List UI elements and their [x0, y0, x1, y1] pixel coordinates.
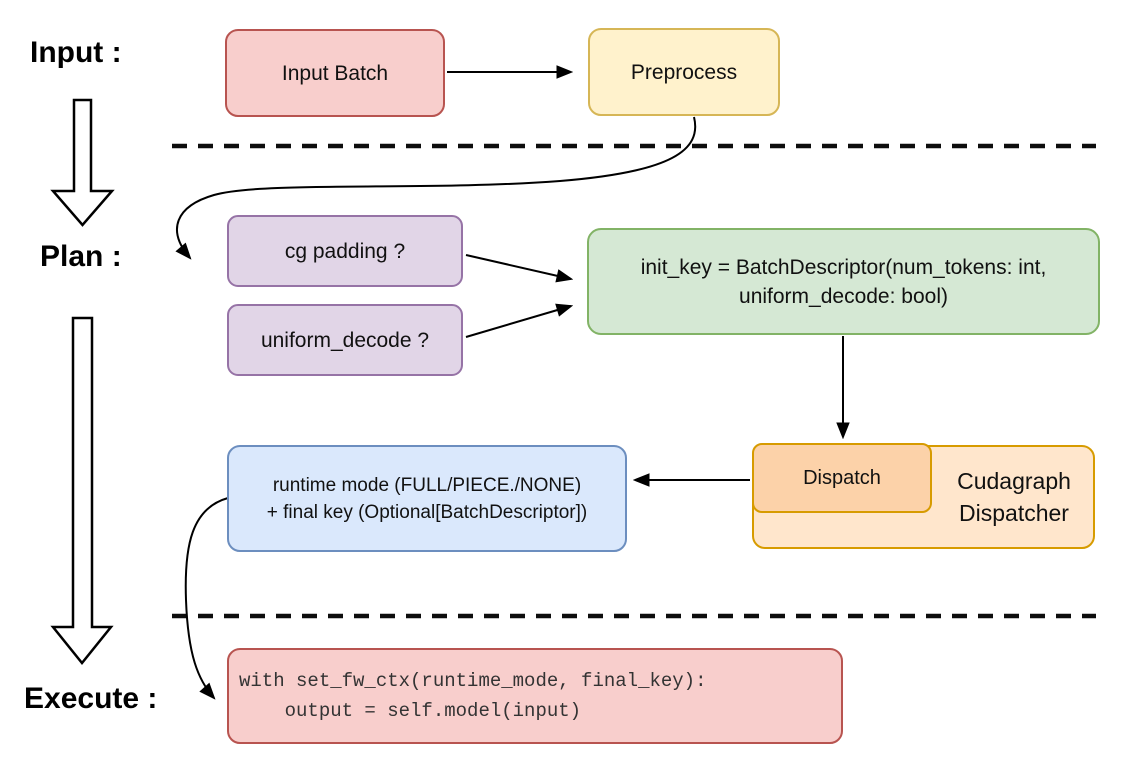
input-section-label: Input : — [30, 36, 122, 69]
input-batch-node: Input Batch — [225, 29, 445, 117]
arrow-preprocess-to-cg-padding — [177, 116, 697, 258]
cudagraph-dispatcher-label: Cudagraph Dispatcher — [939, 447, 1089, 547]
dispatch-node: Dispatch — [752, 443, 932, 513]
plan-section-label: Plan : — [40, 240, 122, 273]
plan-to-execute-arrow — [50, 316, 114, 665]
input-to-plan-arrow — [50, 98, 115, 227]
dispatch-label: Dispatch — [803, 466, 881, 489]
runtime-mode-line2: + final key (Optional[BatchDescriptor]) — [266, 501, 588, 523]
cg-padding-label: cg padding ? — [284, 239, 406, 263]
input-batch-label: Input Batch — [281, 61, 389, 85]
uniform-decode-node: uniform_decode ? — [227, 304, 463, 376]
cudagraph-dispatcher-line2: Dispatcher — [959, 500, 1069, 526]
arrow-uniform-decode-to-init-key — [465, 306, 571, 338]
preprocess-node: Preprocess — [588, 28, 780, 116]
execute-code-line1: with set_fw_ctx(runtime_mode, final_key)… — [239, 670, 707, 692]
init-key-line2: uniform_decode: bool) — [739, 284, 948, 308]
cudagraph-dispatcher-line1: Cudagraph — [957, 468, 1071, 494]
arrow-runtime-mode-to-execute-code — [184, 497, 229, 698]
cg-padding-node: cg padding ? — [227, 215, 463, 287]
init-key-line1: init_key = BatchDescriptor(num_tokens: i… — [640, 255, 1047, 279]
runtime-mode-line1: runtime mode (FULL/PIECE./NONE) — [272, 474, 582, 496]
execute-code-node: with set_fw_ctx(runtime_mode, final_key)… — [227, 648, 843, 744]
execute-section-label: Execute : — [24, 682, 158, 715]
execute-code-line2: output = self.model(input) — [239, 700, 582, 722]
runtime-mode-node: runtime mode (FULL/PIECE./NONE) + final … — [227, 445, 627, 552]
preprocess-label: Preprocess — [630, 60, 738, 84]
arrow-cg-padding-to-init-key — [465, 254, 571, 279]
init-key-node: init_key = BatchDescriptor(num_tokens: i… — [587, 228, 1100, 335]
uniform-decode-label: uniform_decode ? — [260, 328, 430, 352]
